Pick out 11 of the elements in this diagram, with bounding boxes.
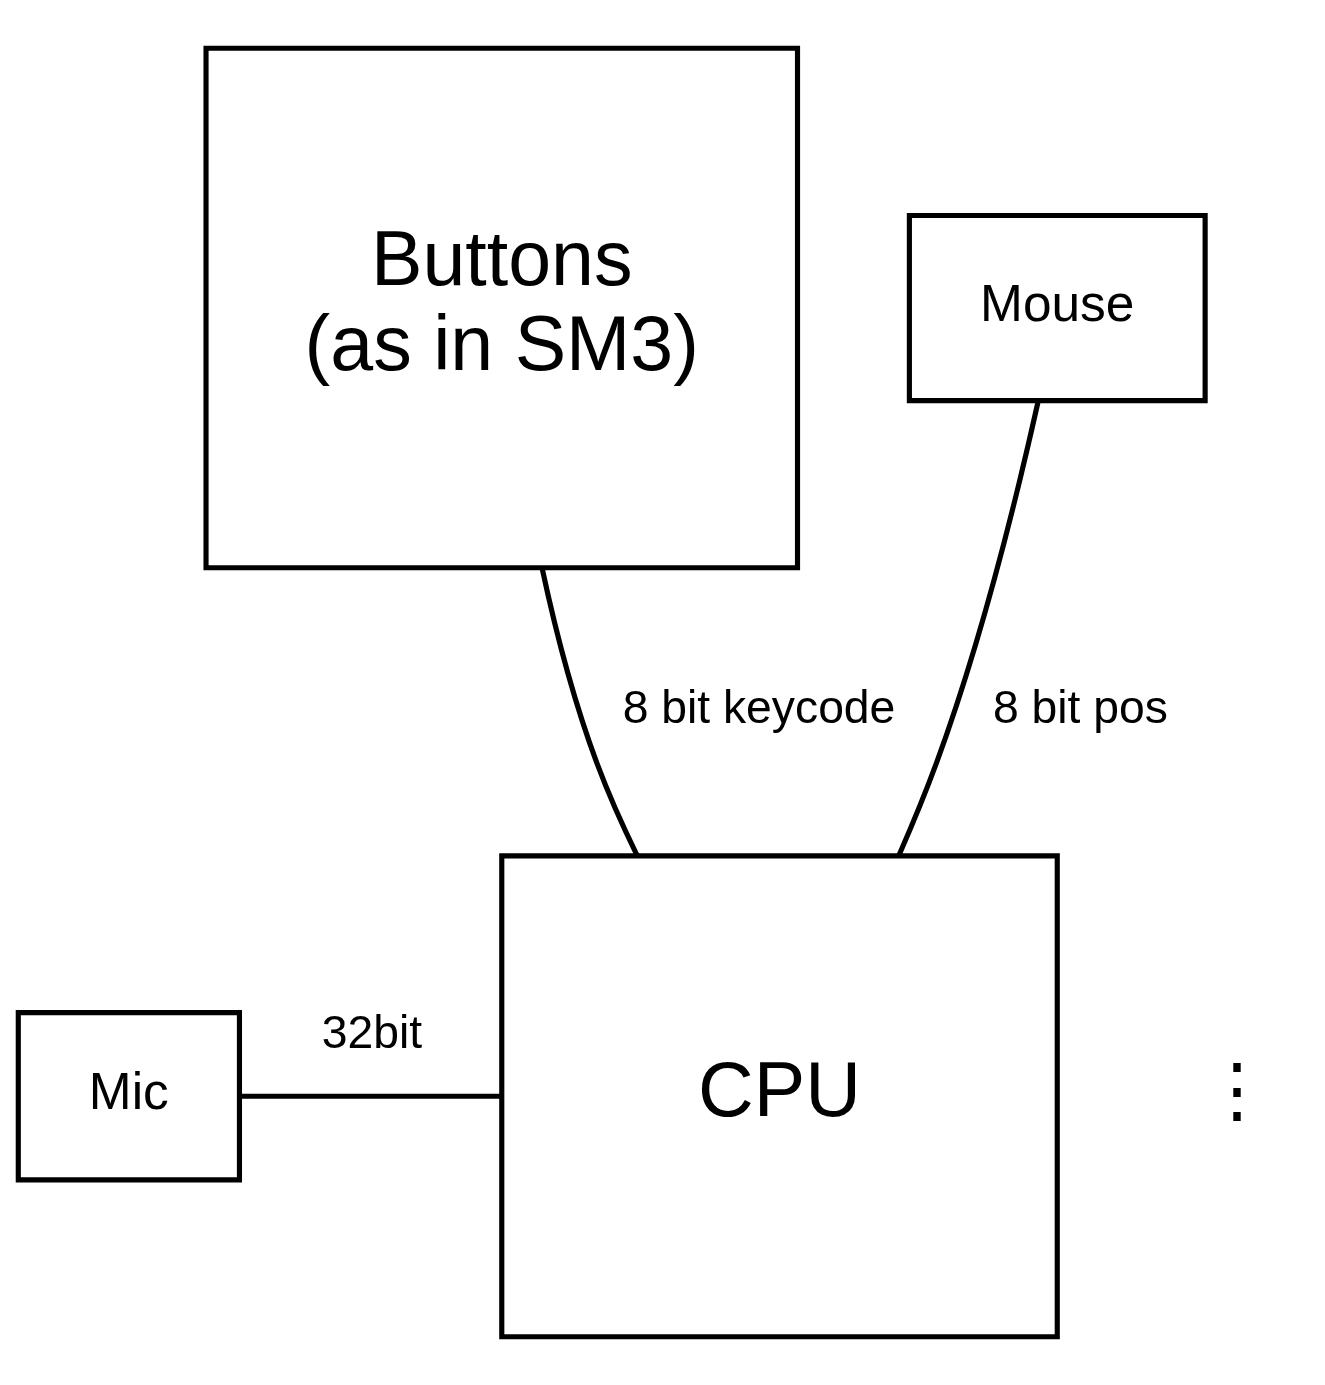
- node-box: Mic: [15, 1010, 242, 1183]
- edge-label: 8 bit keycode: [622, 681, 896, 734]
- connector: [896, 400, 1041, 856]
- node-box: Buttons (as in SM3): [203, 45, 801, 571]
- connector: [239, 1093, 502, 1099]
- label: ⋮: [1201, 1049, 1274, 1129]
- node-box: Mouse: [906, 212, 1208, 404]
- connector: [539, 567, 640, 857]
- edge-label: 8 bit pos: [992, 681, 1168, 734]
- node-box: CPU: [499, 853, 1060, 1340]
- edge-label: 32bit: [321, 1006, 423, 1059]
